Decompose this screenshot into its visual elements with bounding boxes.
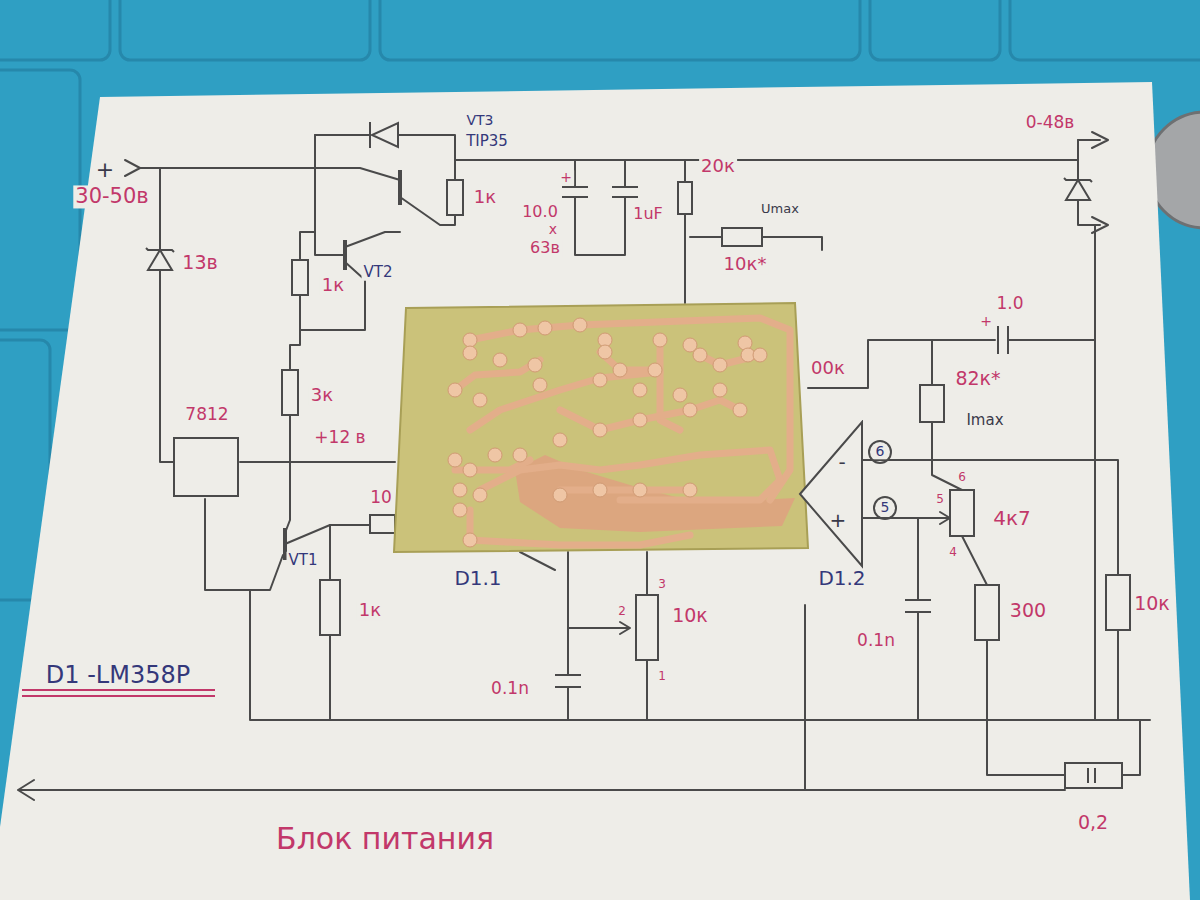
potentiometer-value: 10к [670,605,710,626]
wire [18,132,1150,800]
opamp-triangle: - + D1.2 [798,420,868,600]
input-sign: + [830,509,847,531]
resistor-value: 1к [472,187,498,207]
transistor-name: VT3 [464,113,495,128]
pin-number: 4 [947,546,959,559]
capacitor-value: 0.1n [489,679,531,698]
pin-number: 3 [656,578,668,591]
component-symbol [146,122,1130,788]
resistor-value: 3к [309,385,335,405]
capacitor-value: 1uF [631,205,665,223]
capacitor-value: 10.0 [520,203,560,221]
resistor-value: 1к [320,275,346,295]
regulator-outline [173,437,239,497]
resistor-value: 00к [809,358,847,378]
resistor-value: 10к [1132,593,1172,614]
function-label: Umax [759,202,801,216]
resistor-value: 10 [368,488,394,507]
voltage-label: 30-50в [73,185,150,208]
part-note: D1 -LM358P [44,662,192,688]
polarity-mark: + [558,170,574,185]
voltage-label: 0-48в [1024,113,1077,132]
pin-number: 6 [874,444,887,459]
input-sign: - [838,451,845,473]
resistor-value: 82к* [953,368,1002,389]
part-number: 7812 [185,405,228,424]
regulator-box: 7812 [170,400,244,502]
resistor-value: 300 [1008,600,1048,621]
pin-number: 5 [879,500,892,515]
underline [22,690,215,696]
resistor-value: 1к [357,600,383,620]
zener-value: 13в [180,252,219,273]
capacitor-value: x [547,222,559,237]
opamp-name: D1.2 [818,567,865,589]
pin-number: 1 [656,670,668,683]
voltage-label: +12 в [312,428,367,447]
capacitor-value: 0.1n [855,631,897,650]
capacitor-value: 1.0 [994,294,1025,313]
pin-number: 2 [616,605,628,618]
opamp-name: D1.1 [452,567,503,589]
transistor-name: VT2 [362,264,395,281]
resistor-value: 20к [699,156,737,176]
polarity-mark: + [94,158,116,182]
pin-number: 5 [934,493,946,506]
opamp-outline [800,422,862,566]
polarity-mark: + [978,314,994,329]
pin-number: 6 [956,471,968,484]
transistor-name: VT1 [287,552,320,569]
resistor-value: 10к* [722,254,769,274]
potentiometer-value: 4к7 [991,507,1033,529]
pcb-board [394,303,808,552]
diagram-title: Блок питания [274,822,496,855]
part-number: TIP35 [464,133,510,150]
function-label: Imax [964,412,1005,429]
opamp-outline [798,420,868,570]
resistor-value: 0,2 [1076,812,1110,833]
capacitor-value: 63в [528,239,562,257]
paper-sheet [0,82,1190,900]
